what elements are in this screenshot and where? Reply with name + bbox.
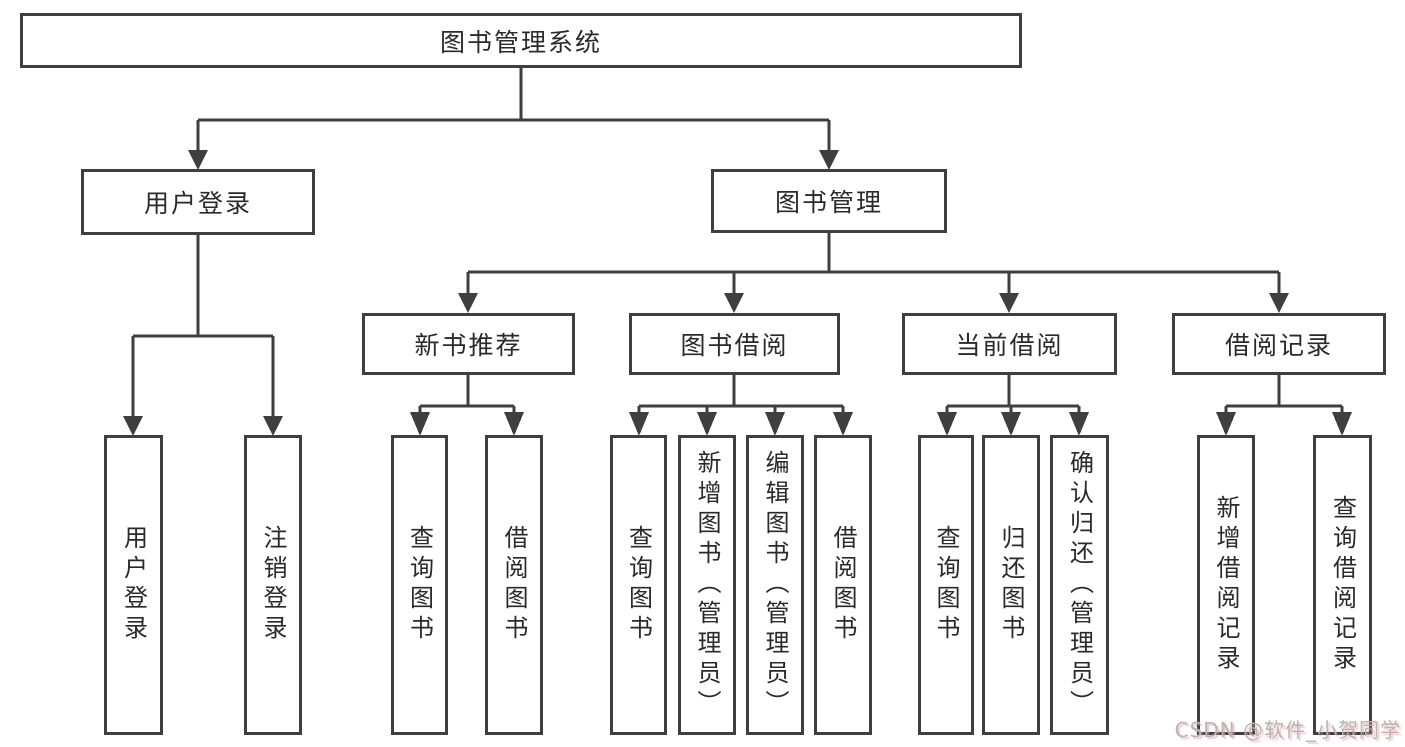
leaf-query-books-recommend: 查询图书	[391, 435, 448, 735]
arrowhead	[999, 293, 1019, 313]
arrowhead	[410, 412, 430, 436]
leaf-query-books-borrow: 查询图书	[610, 435, 667, 735]
arrowhead	[1001, 412, 1021, 436]
arrowhead	[504, 412, 524, 436]
arrowhead	[724, 293, 744, 313]
node-borrowing-records: 借阅记录	[1172, 313, 1386, 375]
leaf-user-login: 用户登录	[104, 435, 163, 735]
arrowhead	[819, 150, 839, 170]
arrowhead	[937, 412, 957, 436]
node-book-management: 图书管理	[711, 169, 947, 233]
arrowhead	[263, 416, 283, 436]
node-book-borrowing: 图书借阅	[629, 313, 840, 375]
arrowhead	[697, 412, 717, 436]
node-new-book-recommendation: 新书推荐	[362, 313, 575, 375]
leaf-query-borrow-record: 查询借阅记录	[1313, 435, 1372, 735]
leaf-edit-books-admin: 编辑图书（管理员）	[746, 435, 804, 735]
leaf-add-books-admin: 新增图书（管理员）	[678, 435, 736, 735]
leaf-logout: 注销登录	[244, 435, 302, 735]
arrowhead	[1269, 293, 1289, 313]
leaf-borrow-books-recommend: 借阅图书	[485, 435, 543, 735]
arrowhead	[1216, 412, 1236, 436]
arrowhead	[1332, 412, 1352, 436]
arrowhead	[458, 293, 478, 313]
arrowhead	[833, 412, 853, 436]
arrowhead	[123, 416, 143, 436]
node-root-library-system: 图书管理系统	[20, 13, 1022, 68]
leaf-borrow-books: 借阅图书	[814, 435, 872, 735]
leaf-add-borrow-record: 新增借阅记录	[1197, 435, 1255, 735]
arrowhead	[188, 150, 208, 170]
watermark: CSDN @软件_小贺同学	[1174, 718, 1401, 742]
arrowhead	[765, 412, 785, 436]
node-user-login: 用户登录	[81, 169, 315, 235]
leaf-query-books-current: 查询图书	[918, 435, 974, 735]
arrowhead	[629, 412, 649, 436]
leaf-confirm-return-admin: 确认归还（管理员）	[1050, 435, 1109, 735]
node-current-borrowing: 当前借阅	[902, 313, 1117, 375]
arrowhead	[1069, 412, 1089, 436]
leaf-return-books: 归还图书	[982, 435, 1040, 735]
